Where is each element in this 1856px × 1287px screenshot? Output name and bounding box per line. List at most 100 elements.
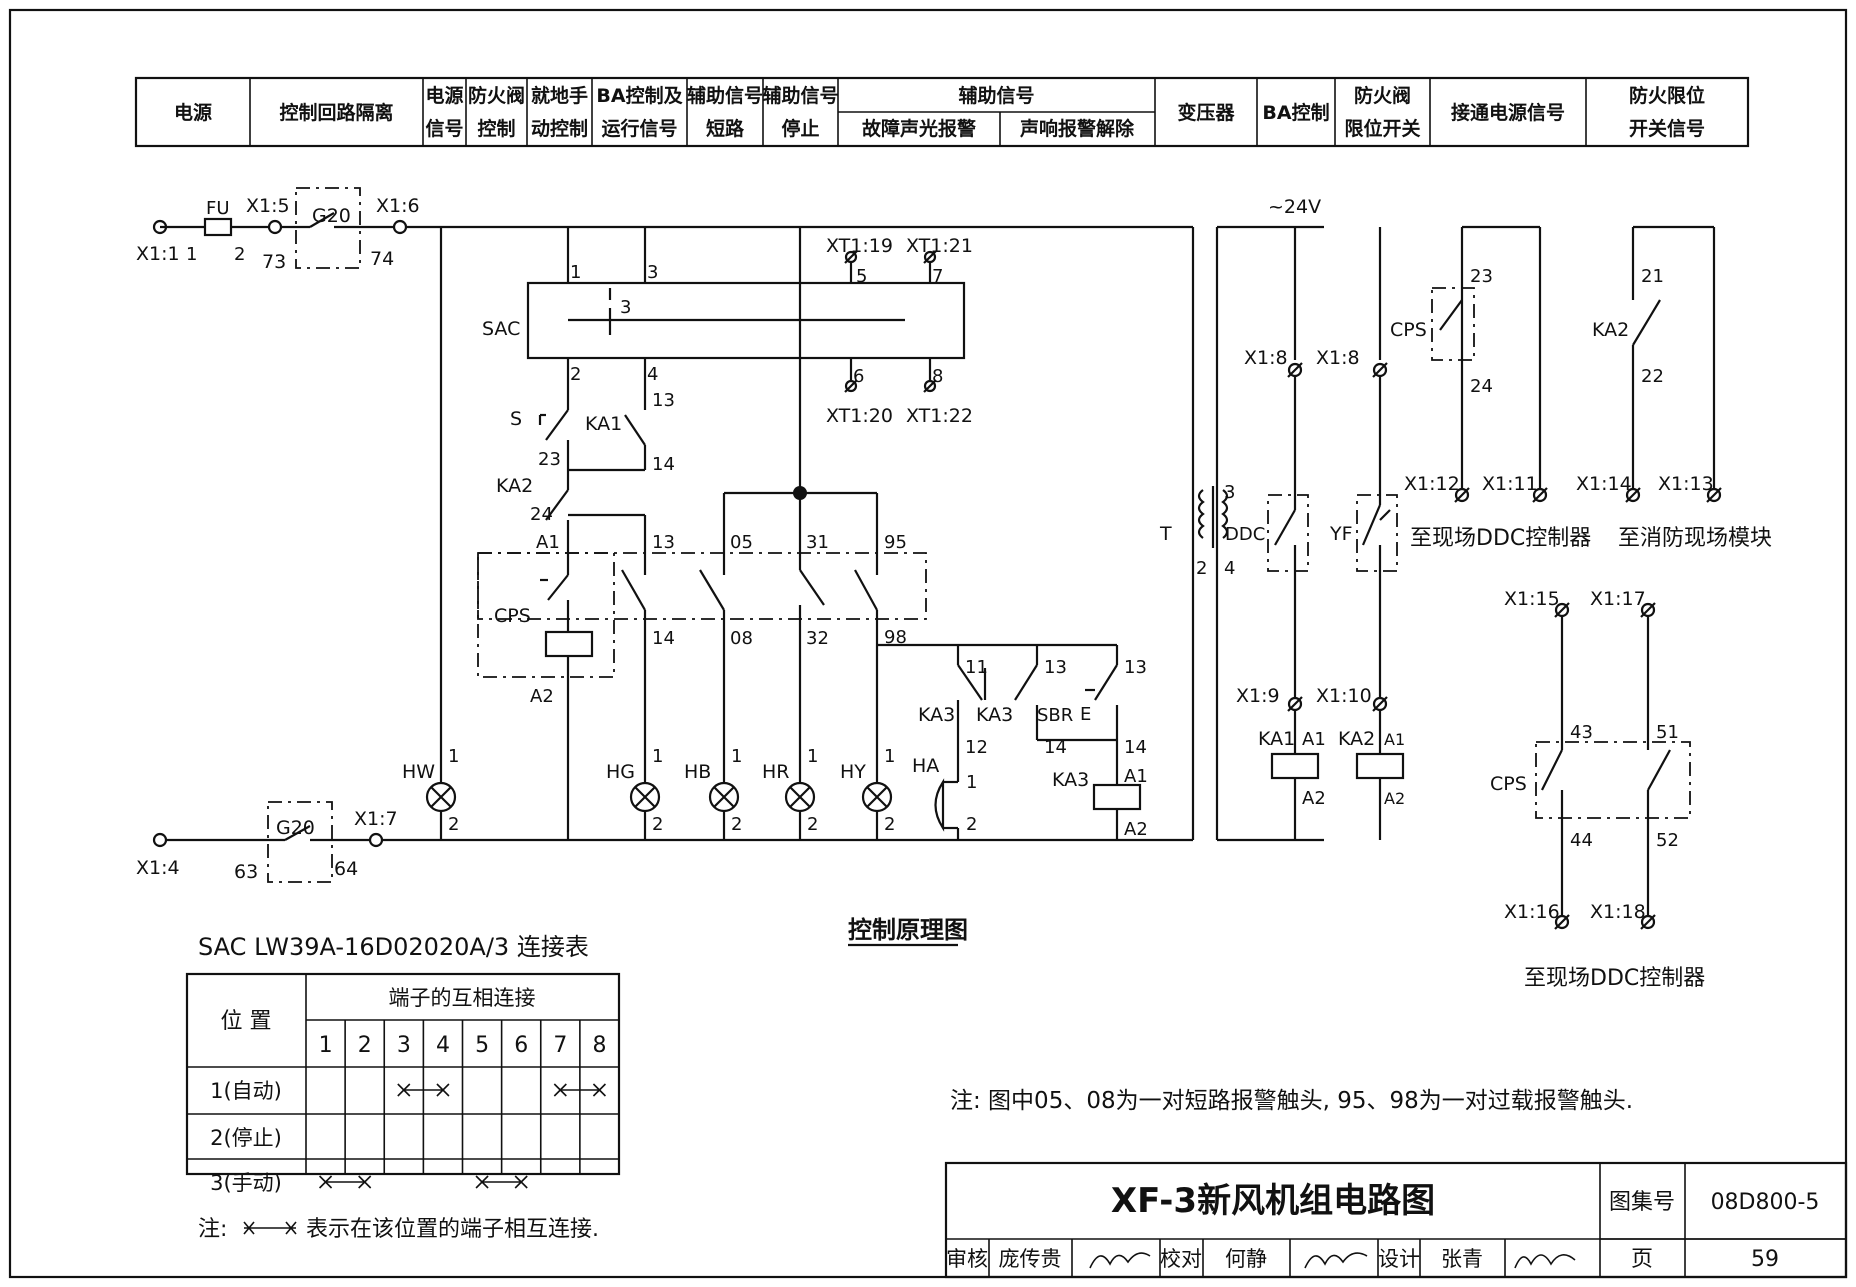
header-h12: 防火阀	[1354, 84, 1411, 107]
label-g20a: G20	[312, 205, 351, 227]
ka3-coil	[1092, 783, 1142, 811]
function-header-table	[134, 76, 1750, 148]
label-x1-12: X1:12	[1404, 473, 1460, 495]
label-ra1: A1	[1124, 766, 1148, 787]
label-p23: 23	[1470, 266, 1493, 287]
terminal-x1-6	[392, 219, 408, 235]
label-g20b: G20	[276, 817, 315, 839]
label-fu: FU	[206, 198, 230, 219]
label-x1-6: X1:6	[376, 195, 420, 217]
label-r12: 12	[965, 737, 988, 758]
header-h3: 电源	[425, 84, 463, 107]
header-h1: 电源	[174, 101, 212, 124]
header-h12-b: 限位开关	[1344, 117, 1420, 140]
label-xt1-20: XT1:20	[826, 405, 893, 427]
label-x1-15: X1:15	[1504, 588, 1560, 610]
label-ha: HA	[912, 755, 939, 777]
sac-position-header: 位 置	[221, 1009, 272, 1034]
label-xt1-22: XT1:22	[906, 405, 973, 427]
label-ka2a1: A1	[1384, 730, 1405, 749]
label-ka3a: KA3	[918, 704, 955, 726]
label-s4: 4	[647, 364, 658, 385]
label-e: E	[1080, 704, 1091, 725]
review-label: 审核	[946, 1247, 988, 1271]
label-to-fire: 至消防现场模块	[1618, 526, 1772, 551]
header-h2: 控制回路隔离	[279, 101, 393, 124]
label-p43: 43	[1570, 722, 1593, 743]
cps-dashed-box	[477, 552, 927, 620]
ddc-control-section	[1197, 225, 1405, 842]
label-l1b: 1	[731, 746, 742, 767]
atlas-number: 08D800-5	[1711, 1190, 1820, 1215]
sac-terminal-8: 8	[592, 1033, 606, 1058]
label-t3: 3	[1224, 482, 1235, 503]
header-h3-b: 信号	[425, 117, 463, 140]
label-n2: 2	[234, 244, 245, 265]
label-c08: 08	[730, 628, 753, 649]
sac-terminal-3: 3	[397, 1033, 411, 1058]
sac-terminal-1: 1	[319, 1033, 333, 1058]
label-to-ddc1: 至现场DDC控制器	[1410, 526, 1591, 551]
label-r11: 11	[965, 657, 988, 678]
label-ka1b: KA1	[1258, 728, 1295, 750]
label-ka2: KA2	[496, 475, 533, 497]
label-c14: 14	[652, 628, 675, 649]
s-switch-contact	[545, 409, 569, 441]
label-l2c: 2	[807, 814, 818, 835]
label-hw2: 2	[448, 814, 459, 835]
label-ka2c: KA2	[1592, 319, 1629, 341]
label-l2d: 2	[884, 814, 895, 835]
label-hg: HG	[606, 761, 635, 783]
label-c95: 95	[884, 532, 907, 553]
label-x1-4: X1:4	[136, 857, 180, 879]
label-x1-5: X1:5	[246, 195, 290, 217]
label-sac: SAC	[482, 318, 520, 340]
label-l1d: 1	[884, 746, 895, 767]
label-t4: 4	[1224, 558, 1235, 579]
header-h6-b: 运行信号	[601, 117, 677, 140]
sac-row-label: 3(手动)	[210, 1171, 282, 1195]
label-p22: 22	[1641, 366, 1664, 387]
label-hb: HB	[684, 761, 711, 783]
label-hr: HR	[762, 761, 790, 783]
sac-terminal-4: 4	[436, 1033, 450, 1058]
cps-fire-limit-signal-circuit	[1535, 602, 1691, 930]
label-l2e: 2	[966, 814, 977, 835]
label-s6: 6	[853, 366, 864, 387]
header-h9: 辅助信号	[958, 84, 1034, 107]
label-l2b: 2	[731, 814, 742, 835]
label-n74: 74	[370, 248, 394, 270]
page-number: 59	[1751, 1247, 1779, 1272]
sac-link-mark	[553, 1083, 607, 1097]
sbr-button	[1094, 664, 1118, 701]
header-cell-labels: 电源控制回路隔离电源信号防火阀控制就地手动控制BA控制及运行信号辅助信号短路辅助…	[174, 84, 1705, 140]
yf-contact	[1361, 504, 1382, 546]
sac-terminal-6: 6	[514, 1033, 528, 1058]
label-x1-8b: X1:8	[1316, 347, 1360, 369]
header-h14: 防火限位	[1629, 84, 1705, 107]
terminal-x1-4	[152, 832, 168, 848]
cps-limit-switch-circuit	[1431, 225, 1548, 503]
label-n64: 64	[334, 858, 358, 880]
label-ra2: A2	[1124, 819, 1148, 840]
header-h5: 就地手	[531, 84, 588, 107]
diagram-caption: 控制原理图	[848, 916, 968, 944]
label-x1-9: X1:9	[1236, 685, 1280, 707]
connection-symbol-icon	[243, 1221, 297, 1235]
sac-row-label: 1(自动)	[210, 1079, 282, 1103]
label-c05: 05	[730, 532, 753, 553]
ka3-contact-no	[1014, 664, 1038, 701]
design-name: 张青	[1441, 1247, 1483, 1271]
header-h9-sub1: 故障声光报警	[862, 117, 976, 140]
label-s2: 2	[570, 364, 581, 385]
label-s-sw: S	[510, 408, 522, 430]
label-x1-1: X1:1	[136, 243, 180, 265]
g20-contact-top	[309, 212, 335, 228]
title-block	[944, 1161, 1848, 1279]
label-to-ddc2: 至现场DDC控制器	[1524, 966, 1705, 991]
label-ka1a2: A2	[1302, 788, 1326, 809]
fuse-fu-symbol	[203, 217, 233, 237]
sac-switch-box	[526, 281, 966, 360]
label-ka2b: KA2	[1338, 728, 1375, 750]
label-l1c: 1	[807, 746, 818, 767]
